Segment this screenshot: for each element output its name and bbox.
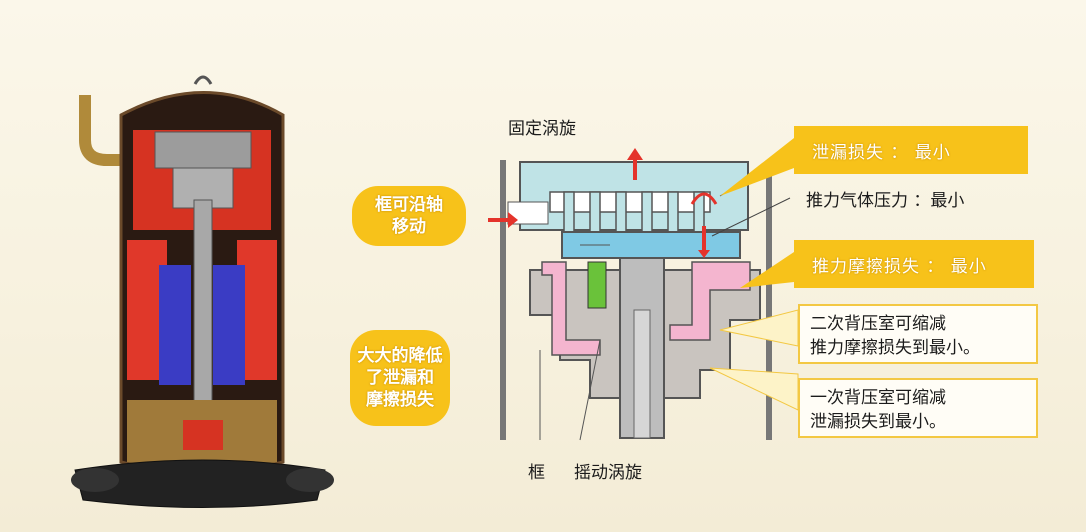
secondary-chamber-note: 二次背压室可缩减 推力摩擦损失到最小。 [798,304,1038,364]
primary-note-line-1: 一次背压室可缩减 [810,388,946,408]
reduce-loss-line-1: 大大的降低 [357,346,443,366]
leak-loss-box: 泄漏损失 ： 最小 [794,126,1028,174]
orbiting-scroll-label: 摇动涡旋 [574,463,642,483]
axial-move-line-2: 移动 [392,217,426,237]
secondary-note-line-1: 二次背压室可缩减 [810,314,946,334]
primary-chamber-note: 一次背压室可缩减 泄漏损失到最小。 [798,378,1038,438]
thrust-arrow [690,192,718,205]
reduce-loss-bubble: 大大的降低 了泄漏和 摩擦损失 [350,330,450,426]
scroll-mechanism-diagram [488,148,790,441]
thrust-gas-pressure-label: 推力气体压力 ：最小 [806,191,965,211]
axial-move-line-1: 框可沿轴 [375,195,443,215]
discharge-arrow [627,148,643,180]
secondary-note-line-2: 推力摩擦损失到最小。 [810,338,980,358]
orbiting-scroll [561,231,741,259]
reduce-loss-line-2: 了泄漏和 [366,368,434,388]
reduce-loss-line-3: 摩擦损失 [366,390,434,410]
suction-pipe [79,95,125,166]
fixed-scroll-label: 固定涡旋 [508,119,576,139]
frame-label: 框 [528,463,545,483]
base [74,459,326,508]
lifting-hook [193,75,213,85]
compressor-cutaway-illustration [71,75,334,508]
primary-note-line-2: 泄漏损失到最小。 [810,412,946,432]
inlet-arrow [488,212,518,228]
axial-move-bubble: 框可沿轴 移动 [352,186,466,246]
thrust-friction-box: 推力摩擦损失 ： 最小 [794,240,1034,288]
back-pressure-chamber [541,261,601,356]
